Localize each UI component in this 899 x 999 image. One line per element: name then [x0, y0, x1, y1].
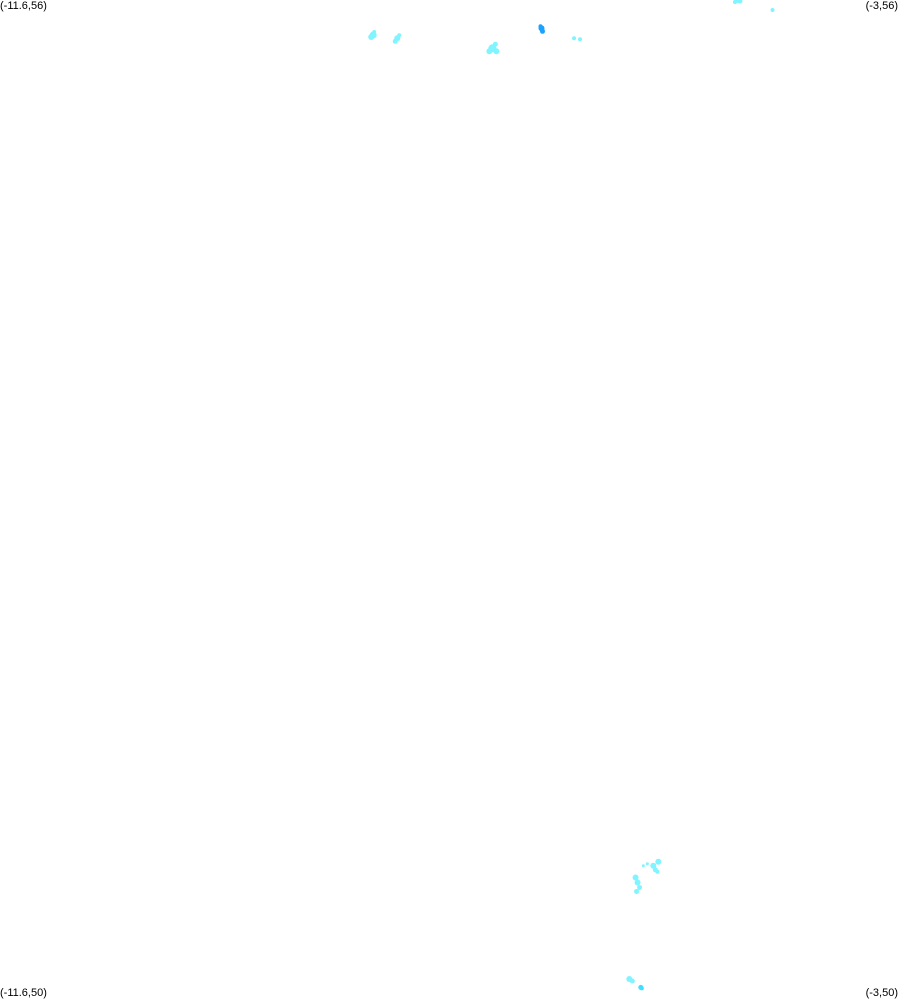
- corner-label-bottom-right: (-3,50): [865, 987, 898, 999]
- map-point-cluster: [770, 7, 775, 12]
- map-point-cluster: [572, 36, 583, 42]
- map-point: [737, 0, 743, 4]
- map-point: [538, 24, 543, 29]
- map-point: [634, 888, 640, 894]
- map-point: [372, 29, 377, 34]
- map-point-cluster: [486, 41, 500, 55]
- map-point: [539, 28, 545, 34]
- map-point-cluster: [732, 0, 743, 4]
- map-point: [368, 33, 375, 40]
- map-point-cluster: [638, 984, 644, 991]
- map-point: [632, 874, 639, 881]
- map-point: [650, 862, 657, 869]
- map-point-cluster: [632, 874, 643, 894]
- map-point-cluster: [538, 24, 545, 34]
- map-point: [655, 858, 662, 865]
- map-point-cluster: [368, 29, 377, 40]
- map-point: [634, 879, 641, 886]
- map-point: [639, 986, 644, 991]
- map-point: [655, 869, 660, 874]
- map-point-cluster: [641, 858, 662, 874]
- map-point: [770, 7, 775, 12]
- map-point: [641, 864, 645, 868]
- map-point: [637, 884, 643, 890]
- map-point: [493, 48, 500, 55]
- map-point: [397, 33, 402, 38]
- corner-label-top-right: (-3,56): [865, 0, 898, 12]
- map-point-cluster: [392, 33, 402, 44]
- map-point: [492, 41, 498, 47]
- map-point: [645, 862, 649, 866]
- map-point: [578, 37, 583, 42]
- map-point: [629, 978, 635, 984]
- map-point-cluster: [626, 976, 635, 984]
- map-point: [486, 48, 493, 55]
- corner-label-bottom-left: (-11.6,50): [0, 987, 47, 999]
- map-point: [732, 0, 737, 4]
- map-point: [392, 38, 398, 44]
- corner-label-top-left: (-11.6,56): [0, 0, 47, 12]
- map-point: [572, 36, 577, 41]
